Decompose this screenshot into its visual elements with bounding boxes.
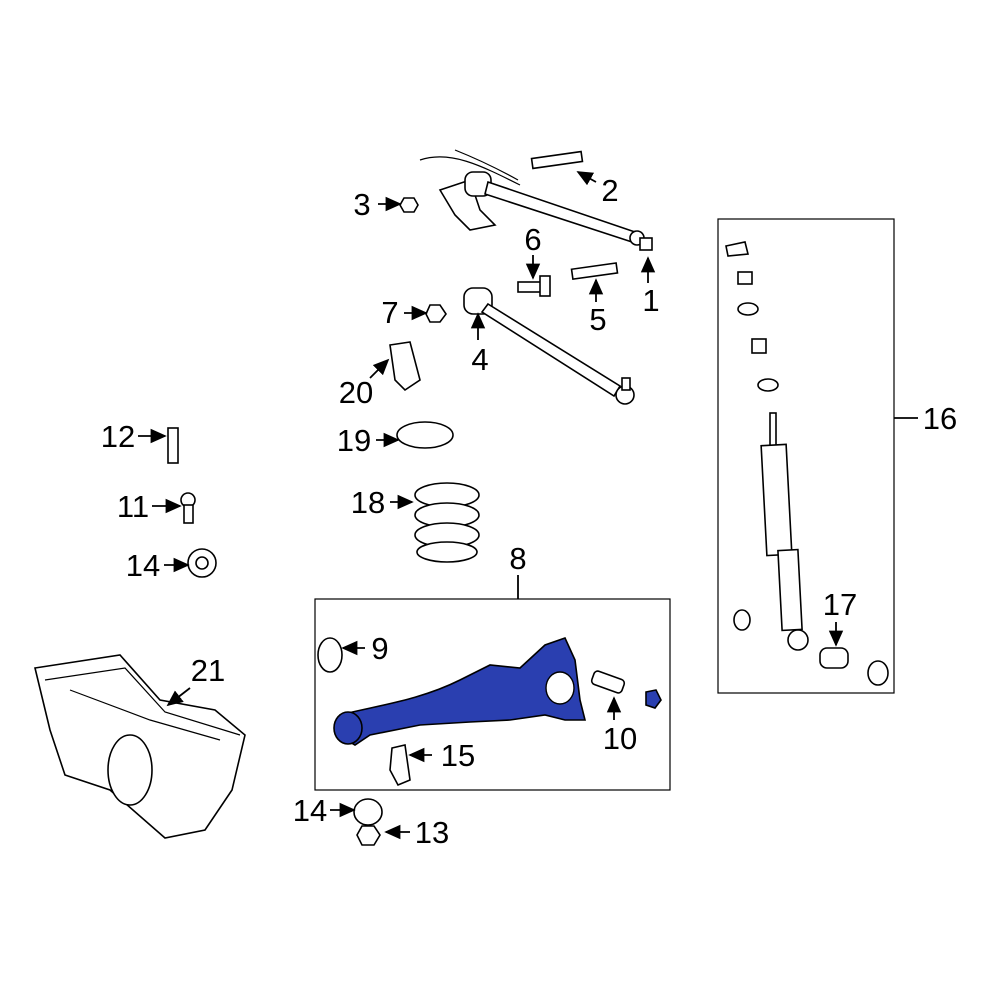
bushing-14-lower[interactable] <box>353 798 383 826</box>
callout-13: 13 <box>415 815 449 850</box>
bolt-5[interactable] <box>570 262 619 281</box>
spring-seat-19[interactable] <box>396 421 454 449</box>
nut-highlighted[interactable] <box>645 689 662 709</box>
callout-3: 3 <box>353 187 370 222</box>
callout-16: 16 <box>923 401 957 436</box>
callout-2: 2 <box>601 173 618 208</box>
callout-1: 1 <box>642 283 659 318</box>
callout-15: 15 <box>441 738 475 773</box>
callout-17: 17 <box>823 587 857 622</box>
callout-14-left: 14 <box>126 548 160 583</box>
nut-3[interactable] <box>399 197 419 213</box>
coil-spring-18[interactable] <box>414 482 480 563</box>
bolt-11[interactable] <box>180 492 196 524</box>
callout-19: 19 <box>337 423 371 458</box>
upper-arm-part[interactable] <box>419 149 653 251</box>
bushing-9[interactable] <box>317 637 343 673</box>
bump-stop-20[interactable] <box>389 341 421 392</box>
trailing-arm-assembly-box <box>314 598 671 791</box>
crossmember-21[interactable] <box>34 654 246 839</box>
callout-9: 9 <box>371 631 388 666</box>
nut-7[interactable] <box>425 304 447 323</box>
callout-8: 8 <box>509 541 526 576</box>
callout-5: 5 <box>589 302 606 337</box>
bolt-6[interactable] <box>517 275 551 297</box>
callout-21: 21 <box>191 653 225 688</box>
callout-11: 11 <box>117 489 149 524</box>
callout-18: 18 <box>351 485 385 520</box>
callout-20: 20 <box>339 375 373 410</box>
callout-4: 4 <box>471 342 488 377</box>
callout-6: 6 <box>524 222 541 257</box>
bolt-10[interactable] <box>590 670 626 694</box>
lower-arm-part-4[interactable] <box>463 287 635 405</box>
callout-10: 10 <box>603 721 637 756</box>
bolt-2 <box>530 150 584 170</box>
nut-13[interactable] <box>356 825 381 846</box>
callout-7: 7 <box>381 295 398 330</box>
bracket-15[interactable] <box>389 744 411 787</box>
callout-14-lower: 14 <box>293 793 327 828</box>
bushing-17[interactable] <box>819 647 849 669</box>
shock-absorber-16[interactable] <box>725 241 889 686</box>
shock-absorber-kit-box <box>717 218 895 694</box>
bolt-12[interactable] <box>167 427 179 464</box>
bushing-14[interactable] <box>187 548 217 578</box>
trailing-arm-highlighted[interactable] <box>333 637 587 746</box>
callout-12: 12 <box>101 419 135 454</box>
